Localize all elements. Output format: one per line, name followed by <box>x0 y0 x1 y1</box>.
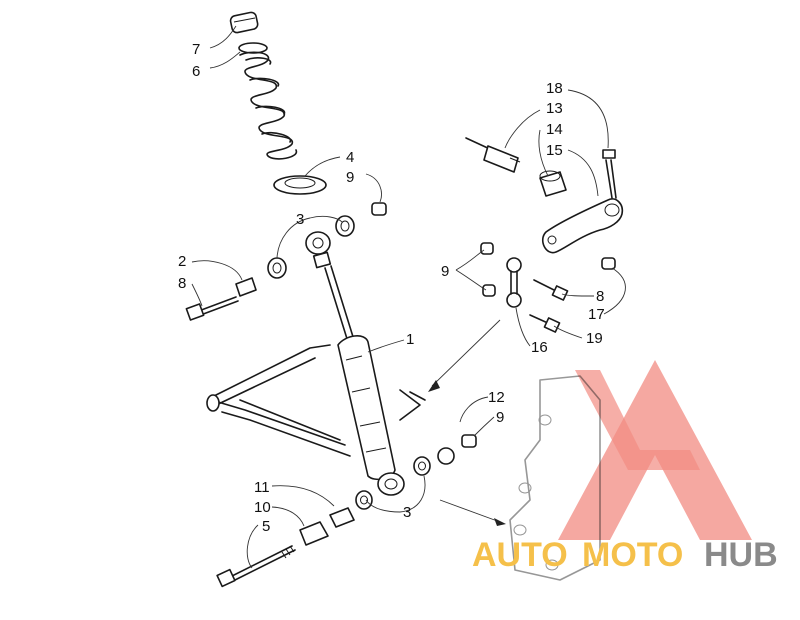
lower-bushing-right-part <box>437 447 455 465</box>
lower-bolt-part <box>216 545 296 588</box>
callout-12: 12 <box>488 389 505 406</box>
callout-16: 16 <box>531 339 548 356</box>
callout-3-lower: 3 <box>403 504 411 521</box>
callout-5: 5 <box>262 518 270 535</box>
upper-bolt-part <box>185 296 239 321</box>
callout-13: 13 <box>546 100 563 117</box>
spring-seat-part <box>238 42 268 54</box>
callout-11: 11 <box>254 479 270 496</box>
a-arm-part <box>206 344 426 457</box>
callout-3: 3 <box>296 211 304 228</box>
callout-17: 17 <box>588 306 605 323</box>
lower-washer-right-part <box>413 456 431 476</box>
callout-2: 2 <box>178 253 186 270</box>
callout-9-link: 9 <box>441 263 449 280</box>
callout-8-link: 8 <box>596 288 604 305</box>
callout-4: 4 <box>346 149 354 166</box>
spring-retainer-part <box>229 11 259 34</box>
sway-bar-part <box>465 137 521 173</box>
link-bolts-part <box>529 279 569 333</box>
sway-bushing-part <box>539 170 567 197</box>
upper-sleeve-part <box>235 277 257 297</box>
callout-9: 9 <box>346 169 354 186</box>
frame-bracket-part <box>509 375 601 581</box>
shock-absorber-part <box>305 231 405 496</box>
spring-cup-part <box>273 175 327 195</box>
callout-8: 8 <box>178 275 186 292</box>
sway-arm-part <box>541 149 624 254</box>
callout-19: 19 <box>586 330 603 347</box>
watermark-moto: MOTO <box>582 536 683 574</box>
link-rod-part <box>506 257 522 308</box>
lower-washer-left-part <box>355 490 373 510</box>
callout-9-lower: 9 <box>496 409 504 426</box>
callout-15: 15 <box>546 142 563 159</box>
callout-7: 7 <box>192 41 200 58</box>
callout-18: 18 <box>546 80 563 97</box>
watermark-logo <box>558 360 752 540</box>
upper-bushing-right-part <box>335 215 355 237</box>
sway-arm-nut-part <box>601 257 616 270</box>
watermark-auto: AUTO <box>472 536 568 574</box>
callout-6: 6 <box>192 63 200 80</box>
coil-spring-part <box>239 51 297 160</box>
upper-nut-part <box>371 202 387 216</box>
callout-1: 1 <box>406 331 414 348</box>
triangle-logo-inner-icon <box>575 370 700 470</box>
watermark-hub: HUB <box>704 536 778 574</box>
callout-10: 10 <box>254 499 271 516</box>
watermark-wordmark: AUTO MOTO HUB <box>472 536 778 574</box>
callout-labels: 7 6 4 9 3 2 8 1 18 13 14 15 9 8 17 19 16… <box>178 41 605 535</box>
arrowheads <box>428 380 506 526</box>
link-nuts-part <box>480 242 496 297</box>
callout-14: 14 <box>546 121 563 138</box>
upper-bushing-left-part <box>267 257 287 279</box>
lower-sleeve-small-part <box>329 507 355 528</box>
lower-sleeve-large-part <box>299 521 329 546</box>
leader-lines <box>191 25 626 569</box>
lower-nut-part <box>461 434 477 448</box>
